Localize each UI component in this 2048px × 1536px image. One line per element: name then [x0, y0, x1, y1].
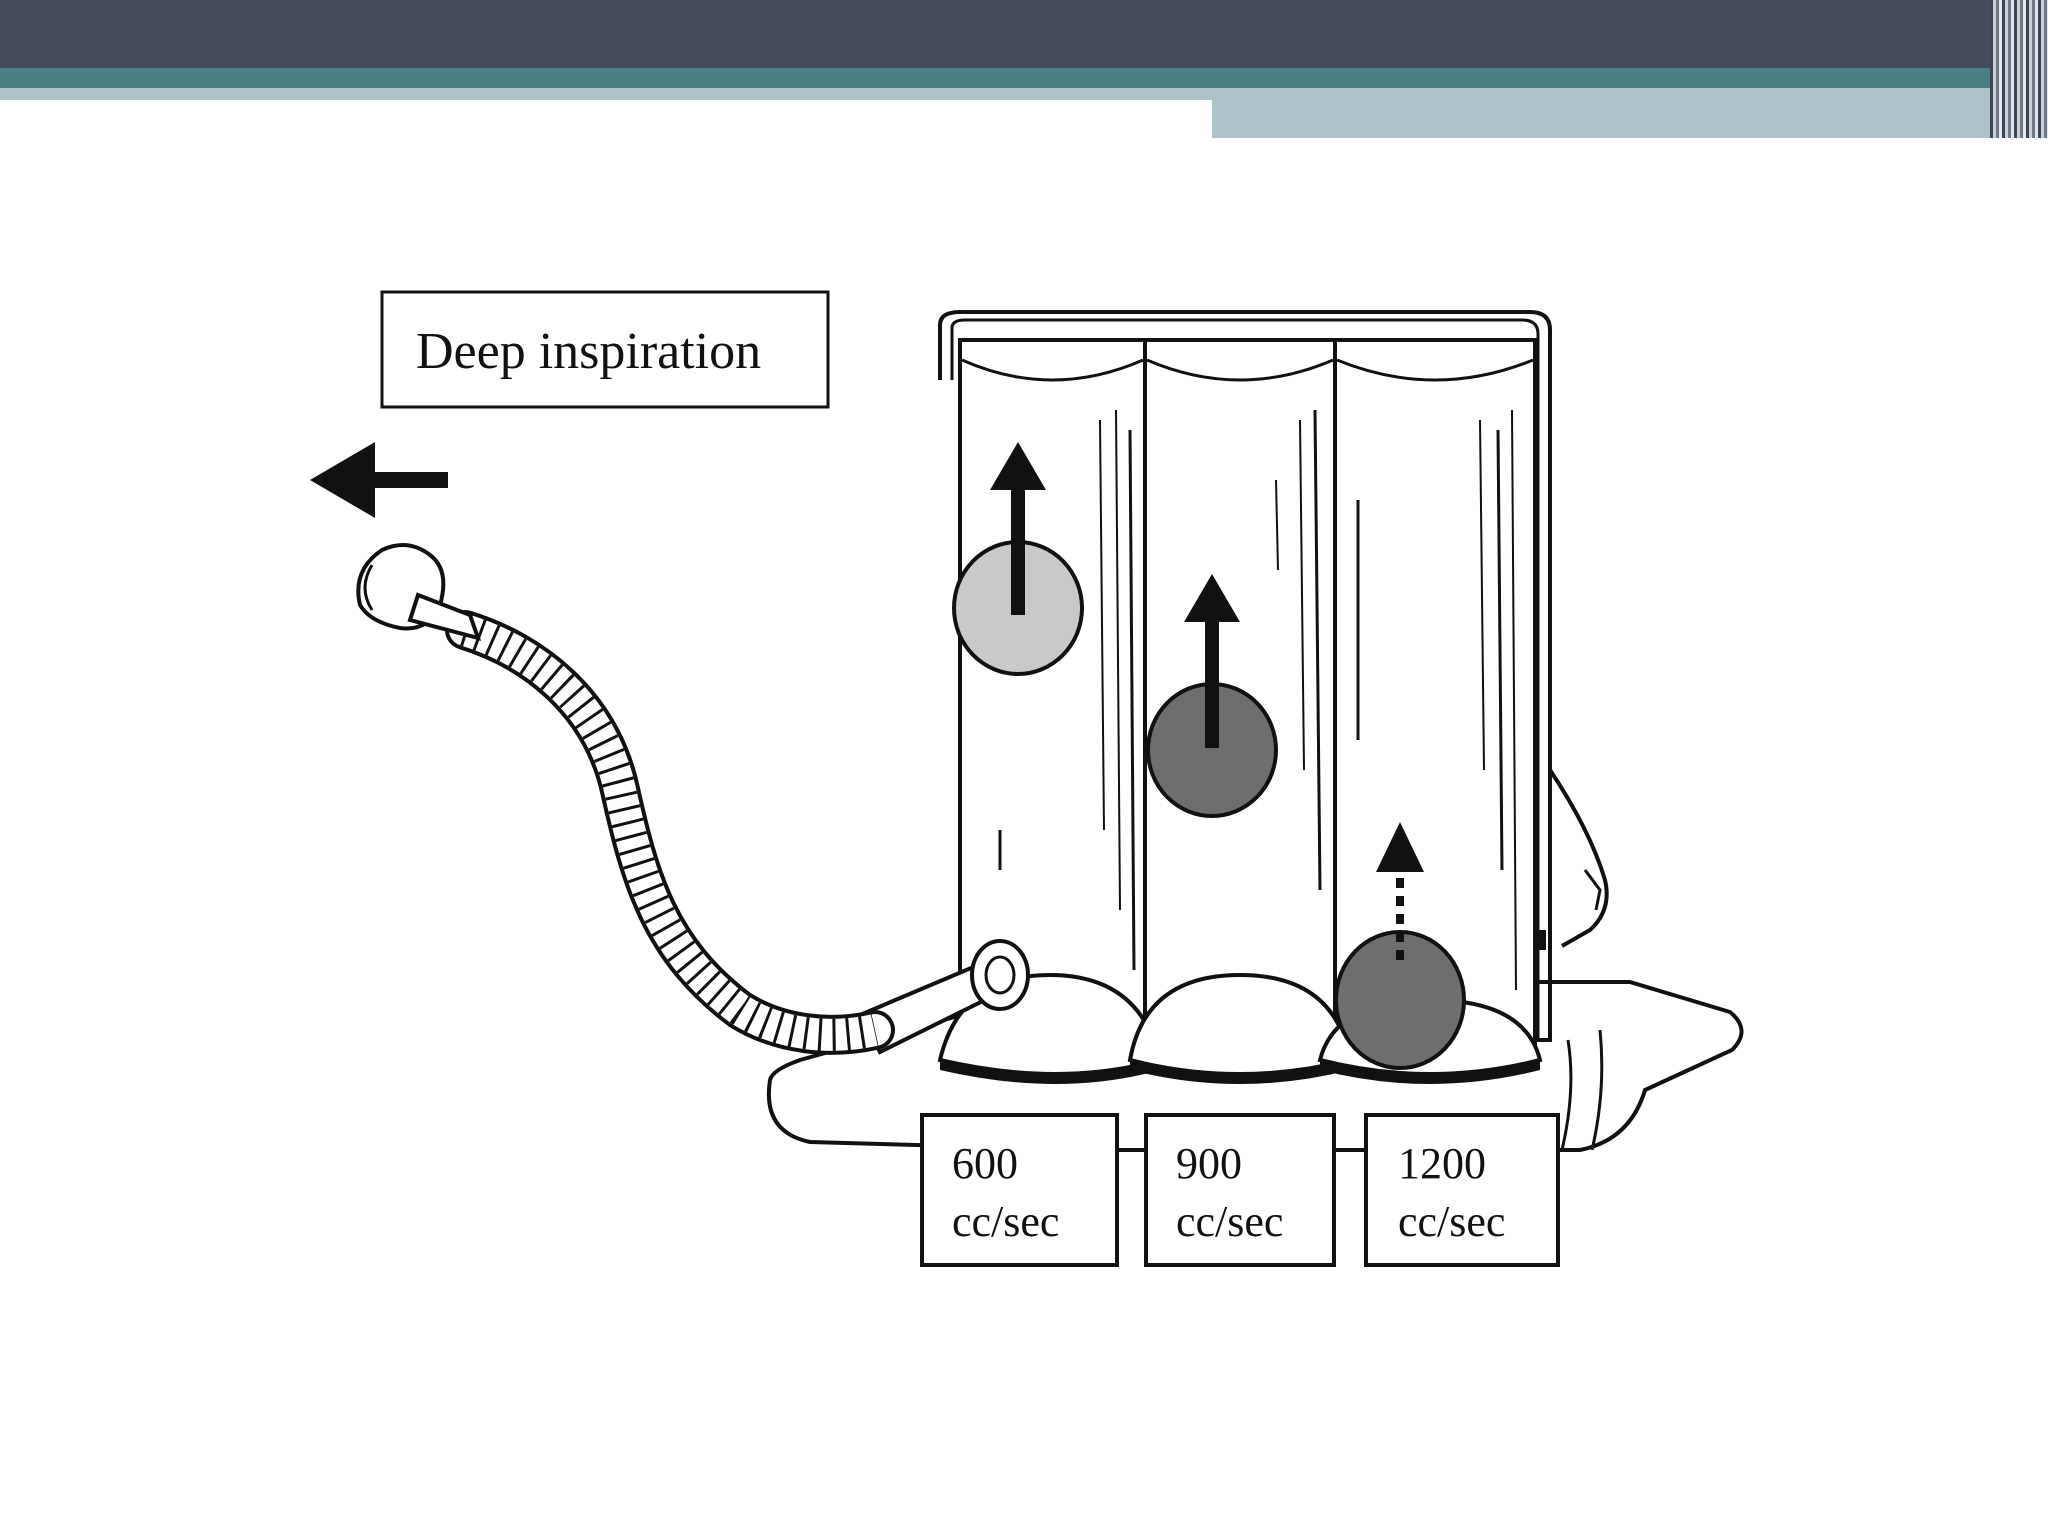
hose-connector — [857, 939, 1030, 1055]
flow-label-2: 900 cc/sec — [1144, 1113, 1336, 1267]
ball-3-rise-arrow-dotted — [1376, 822, 1424, 960]
column-1 — [958, 338, 1147, 1057]
header-light-band-left — [0, 88, 1212, 100]
title-box — [380, 290, 830, 409]
column-3 — [1333, 338, 1537, 1057]
inhale-direction-arrow — [310, 442, 448, 518]
ball-1-rise-arrow — [990, 442, 1046, 615]
header-light-band-right — [1212, 88, 1990, 138]
breathing-hose — [445, 610, 895, 1055]
flow-label-2-value: 900 — [1176, 1139, 1242, 1188]
flow-label-3-value: 1200 — [1398, 1139, 1486, 1188]
device-frame — [938, 310, 1552, 1042]
ball-2-rise-arrow — [1184, 574, 1240, 748]
header-teal-band — [0, 68, 1990, 88]
flow-label-3-unit: cc/sec — [1398, 1197, 1505, 1246]
flow-label-2-unit: cc/sec — [1176, 1197, 1283, 1246]
spirometer-diagram: Deep inspiration — [300, 270, 1780, 1300]
title-text: Deep inspiration — [416, 323, 761, 380]
flow-label-1: 600 cc/sec — [920, 1113, 1119, 1267]
flow-label-1-unit: cc/sec — [952, 1197, 1059, 1246]
flow-label-3: 1200 cc/sec — [1364, 1113, 1560, 1267]
header-dark-band — [0, 0, 1990, 68]
header-corner-stripes — [1990, 0, 2048, 138]
mouthpiece — [356, 543, 482, 641]
flow-label-1-value: 600 — [952, 1139, 1018, 1188]
